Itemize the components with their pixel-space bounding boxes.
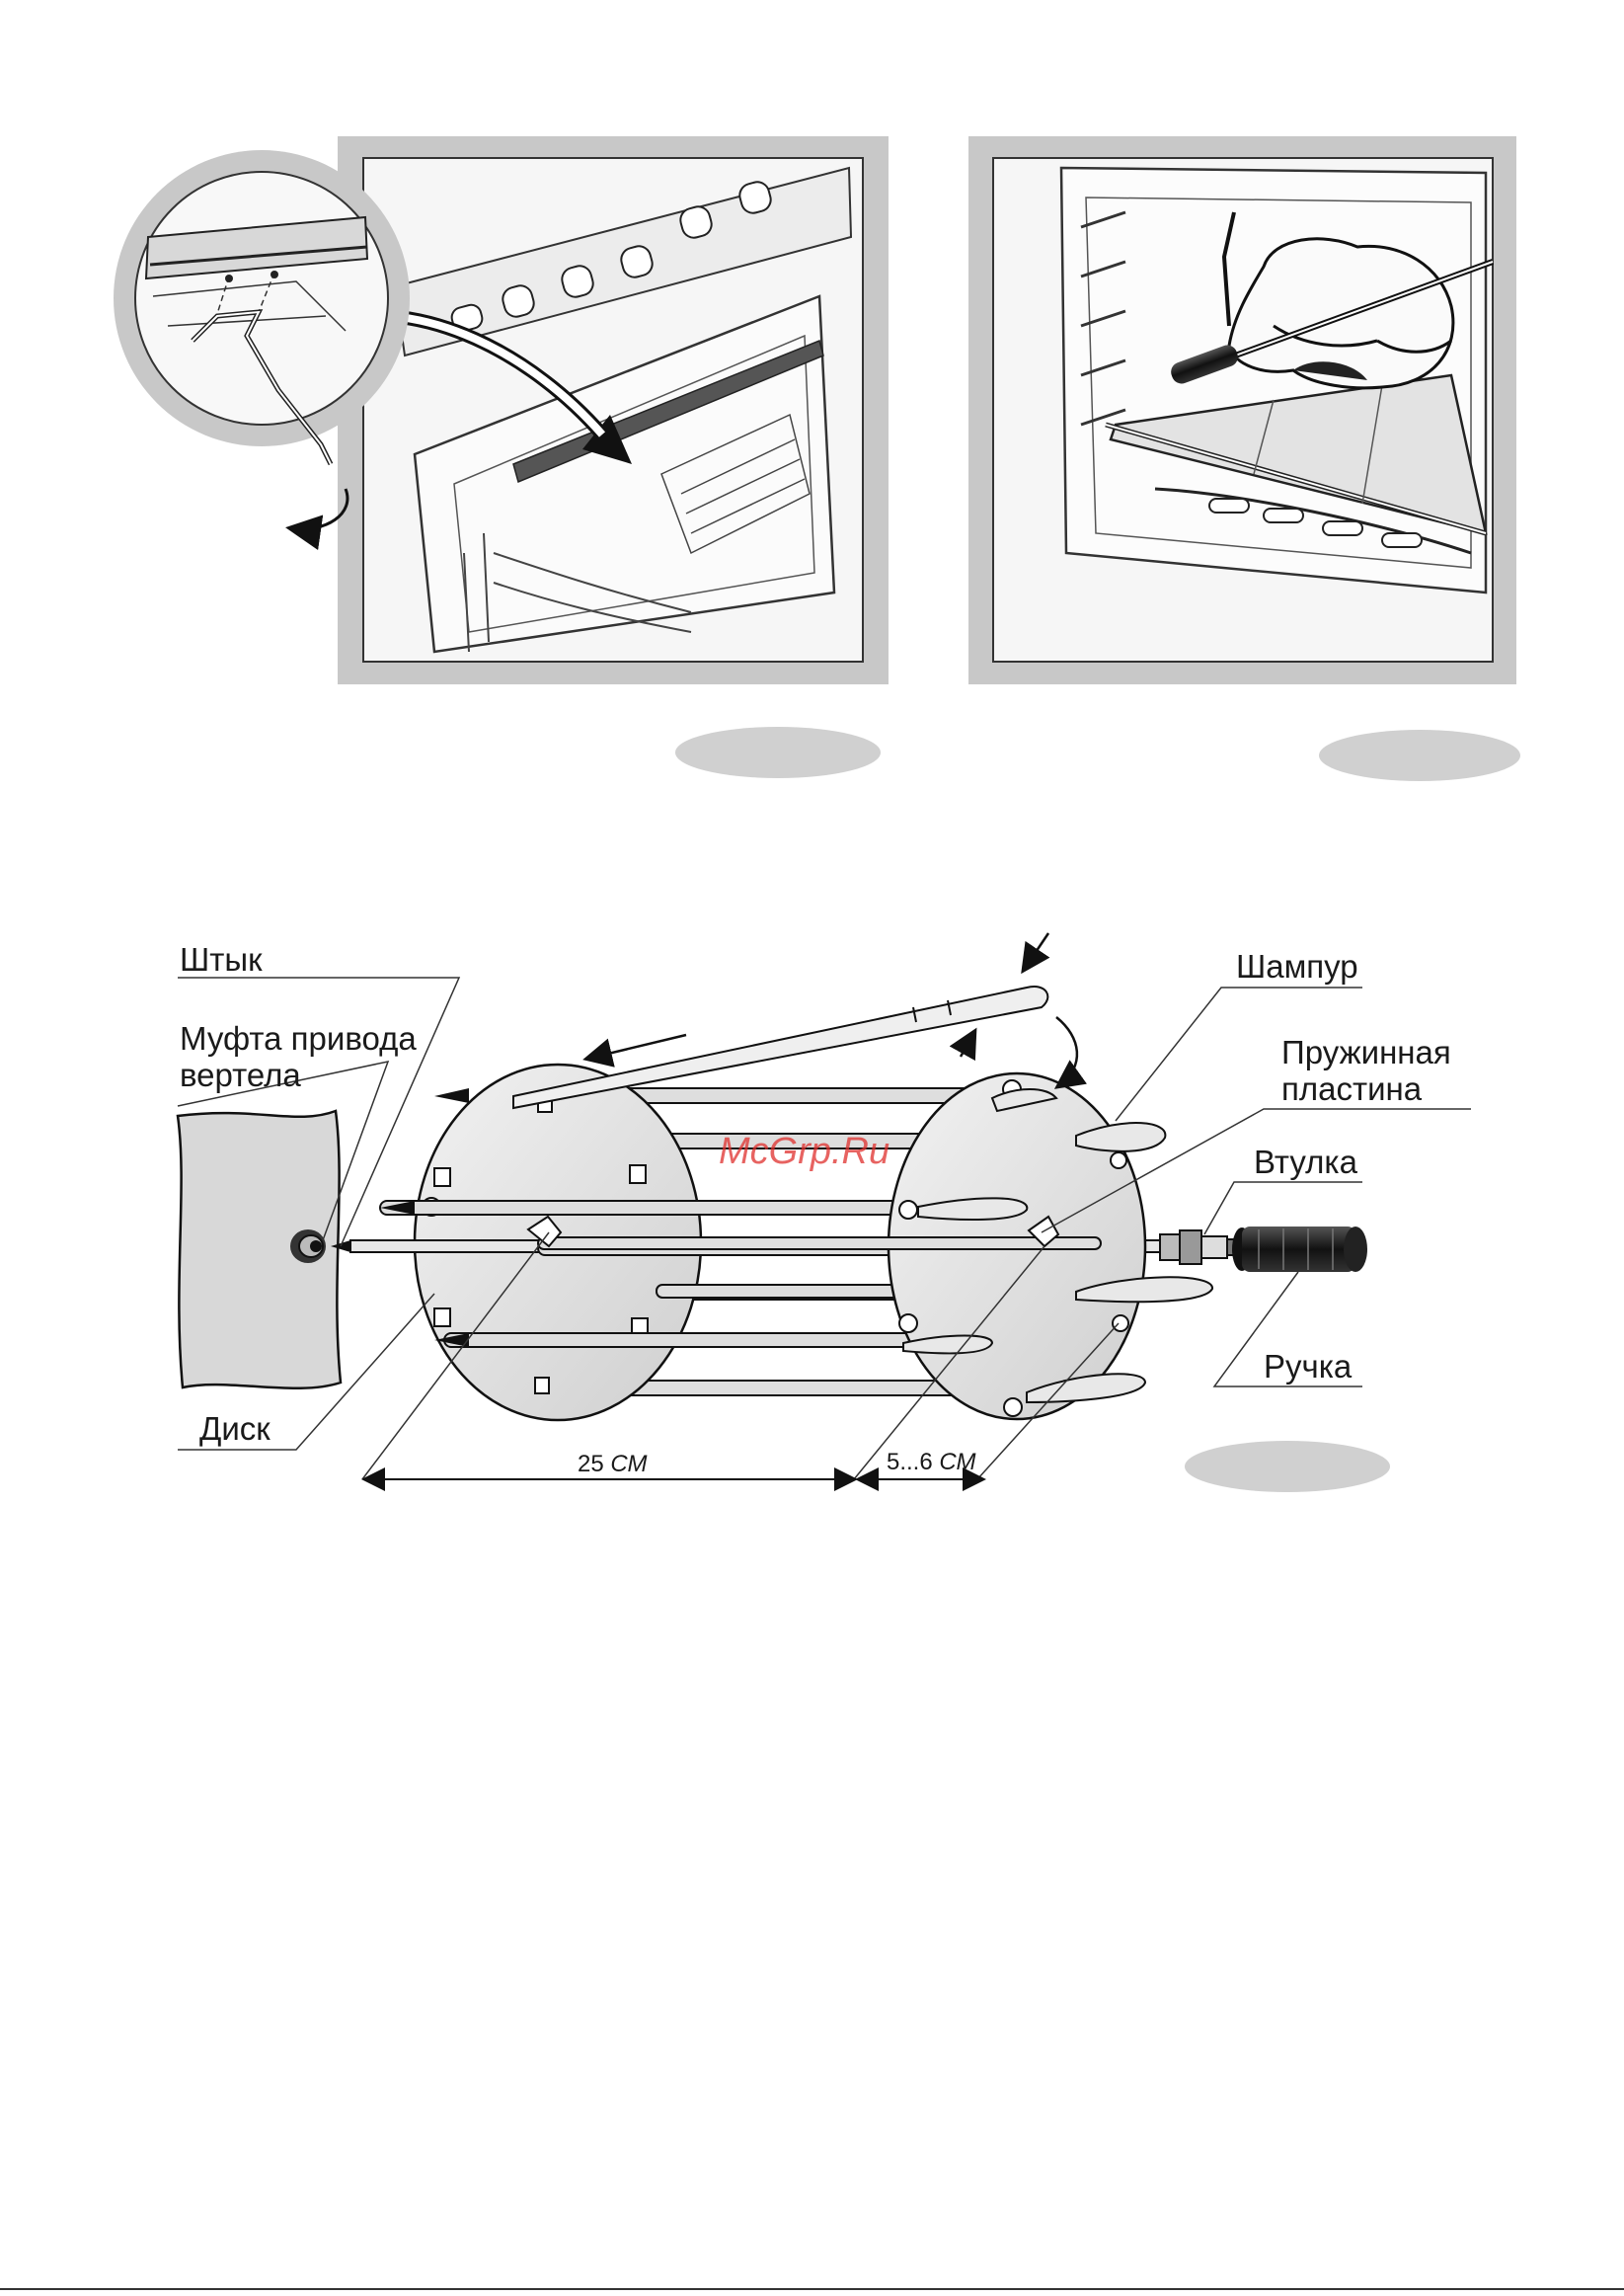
label-bayonet: Штык: [180, 941, 263, 978]
figure-number-badge: [675, 727, 881, 778]
label-handle: Ручка: [1264, 1348, 1353, 1385]
label-skewer: Шампур: [1236, 948, 1358, 985]
label-coupling-line1: Муфта привода: [180, 1020, 417, 1057]
dimension-gap: 5...6 СМ: [887, 1449, 975, 1475]
coupling: [290, 1229, 326, 1263]
label-bushing: Втулка: [1254, 1144, 1358, 1180]
figure-number-badge: [1185, 1441, 1390, 1492]
figure-number-badge: [1319, 730, 1520, 781]
label-coupling-line2: вертела: [180, 1057, 301, 1093]
label-disk: Диск: [199, 1410, 271, 1447]
dimension-length-unit: СМ: [610, 1451, 647, 1477]
spit-handle: [1232, 1227, 1367, 1272]
dimension-gap-value: 5...6: [887, 1449, 933, 1475]
dimension-length: 25 СМ: [578, 1451, 647, 1477]
label-spring-plate-line2: пластина: [1281, 1070, 1423, 1107]
dimension-gap-unit: СМ: [939, 1449, 975, 1475]
figure-oven-spit-chicken: [968, 136, 1516, 684]
dimension-length-value: 25: [578, 1451, 604, 1477]
figure-oven-support-install: [326, 136, 889, 684]
bushing: [1160, 1230, 1239, 1264]
figure-spit-assembly: Штык Муфта привода вертела Диск Шампур П…: [178, 933, 1471, 1479]
watermark: McGrp.Ru: [719, 1131, 889, 1172]
label-spring-plate-line1: Пружинная: [1281, 1034, 1451, 1070]
